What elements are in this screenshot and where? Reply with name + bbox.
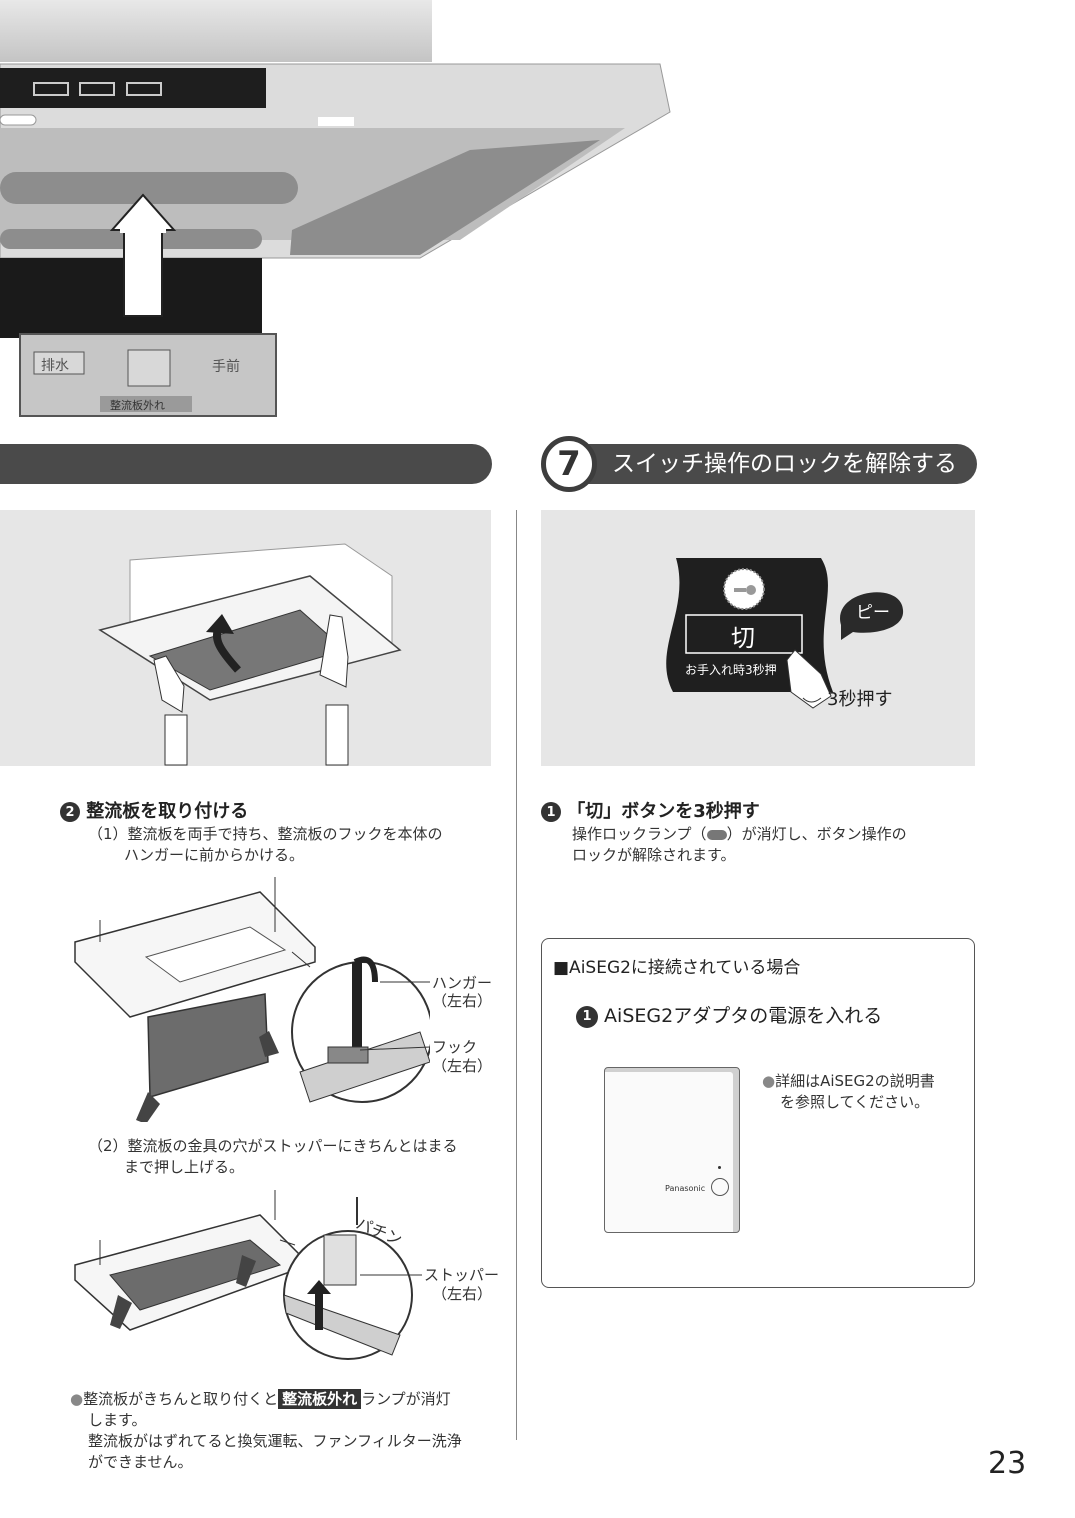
- note-prefix: 整流板がきちんと取り付くと: [83, 1390, 278, 1408]
- lock-key-icon: [707, 830, 727, 840]
- note-line1: ●整流板がきちんと取り付くと整流板外れランプが消灯: [70, 1389, 451, 1409]
- aiseg2-adapter-device: Panasonic: [604, 1067, 740, 1233]
- aiseg2-box-title: ■AiSEG2に接続されている場合: [553, 953, 800, 978]
- left-sub1-line2: ハンガーに前からかける。: [124, 845, 304, 865]
- right-section-title: 「切」ボタンを3秒押す: [567, 801, 760, 822]
- right-illustration-panel: 切 お手入れ時3秒押 ピー 3秒押す: [541, 510, 975, 766]
- filter-label: 整流板外れ: [110, 397, 165, 413]
- left-section-title: 整流板を取り付ける: [86, 801, 248, 822]
- right-desc-line2: ロックが解除されます。: [572, 845, 736, 865]
- note-line4: ができません。: [88, 1452, 193, 1472]
- desc-part2: ）が消灯し、ボタン操作の: [727, 825, 907, 843]
- note-line2: します。: [88, 1410, 147, 1430]
- note-line3: 整流板がはずれてると換気運転、ファンフィルター洗浄: [88, 1431, 462, 1451]
- column-divider: [516, 510, 517, 1440]
- right-desc-line1: 操作ロックランプ（ ）が消灯し、ボタン操作の: [572, 824, 907, 844]
- left-sub2-line1: （2）整流板の金具の穴がストッパーにきちんとはまる: [88, 1136, 458, 1156]
- left-section-heading: 2 整流板を取り付ける: [60, 797, 248, 823]
- aiseg2-step-title: AiSEG2アダプタの電源を入れる: [604, 1005, 882, 1027]
- left-section-bar: [0, 444, 492, 484]
- page-number: 23: [988, 1446, 1026, 1481]
- press-3s-label: 3秒押す: [827, 685, 892, 711]
- drain-label: 排水: [41, 355, 69, 375]
- stopper-side: （左右）: [432, 1285, 492, 1304]
- stopper-callout: ストッパー: [424, 1266, 499, 1285]
- left-sub1-line1: （1）整流板を両手で持ち、整流板のフックを本体の: [88, 824, 443, 844]
- top-hood-illustration: [0, 0, 680, 420]
- stopper-illustration: [70, 1185, 430, 1365]
- aiseg2-note-line2: を参照してください。: [780, 1092, 929, 1112]
- led-indicator-icon: [718, 1166, 721, 1169]
- hanger-side: （左右）: [432, 992, 492, 1011]
- hook-hanger-illustration: [70, 872, 430, 1122]
- control-panel-illustration: [541, 510, 975, 766]
- care-mode-label: お手入れ時3秒押: [685, 661, 777, 678]
- step7-title: スイッチ操作のロックを解除する: [612, 448, 957, 480]
- aiseg2-note-text1: 詳細はAiSEG2の説明書: [775, 1072, 935, 1090]
- filter-off-lamp-badge: 整流板外れ: [278, 1389, 361, 1409]
- bullet-icon: ●: [762, 1072, 775, 1090]
- hood-install-illustration: [0, 510, 491, 766]
- step-number-badge: 2: [60, 802, 80, 822]
- step-number-badge: 1: [576, 1006, 598, 1028]
- step-number-badge: 1: [541, 802, 561, 822]
- aiseg2-step-heading: 1 AiSEG2アダプタの電源を入れる: [576, 1001, 882, 1028]
- power-button-icon[interactable]: [711, 1178, 729, 1196]
- adapter-brand: Panasonic: [665, 1184, 705, 1193]
- beep-label: ピー: [856, 598, 890, 623]
- note-suffix: ランプが消灯: [361, 1390, 451, 1408]
- front-label: 手前: [212, 356, 240, 376]
- bullet-icon: ●: [70, 1390, 83, 1408]
- left-sub2-line2: まで押し上げる。: [124, 1157, 244, 1177]
- step7-number: 7: [541, 436, 597, 492]
- right-section-heading: 1 「切」ボタンを3秒押す: [541, 797, 760, 823]
- aiseg2-info-box: ■AiSEG2に接続されている場合 1 AiSEG2アダプタの電源を入れる Pa…: [541, 938, 975, 1288]
- hanger-callout: ハンガー: [432, 974, 492, 993]
- left-illustration-panel: [0, 510, 491, 766]
- hook-callout: フック: [432, 1038, 477, 1057]
- off-button-label[interactable]: 切: [731, 618, 755, 653]
- desc-part1: 操作ロックランプ（: [572, 825, 707, 843]
- aiseg2-note-line1: ●詳細はAiSEG2の説明書: [762, 1071, 935, 1091]
- hook-side: （左右）: [432, 1057, 492, 1076]
